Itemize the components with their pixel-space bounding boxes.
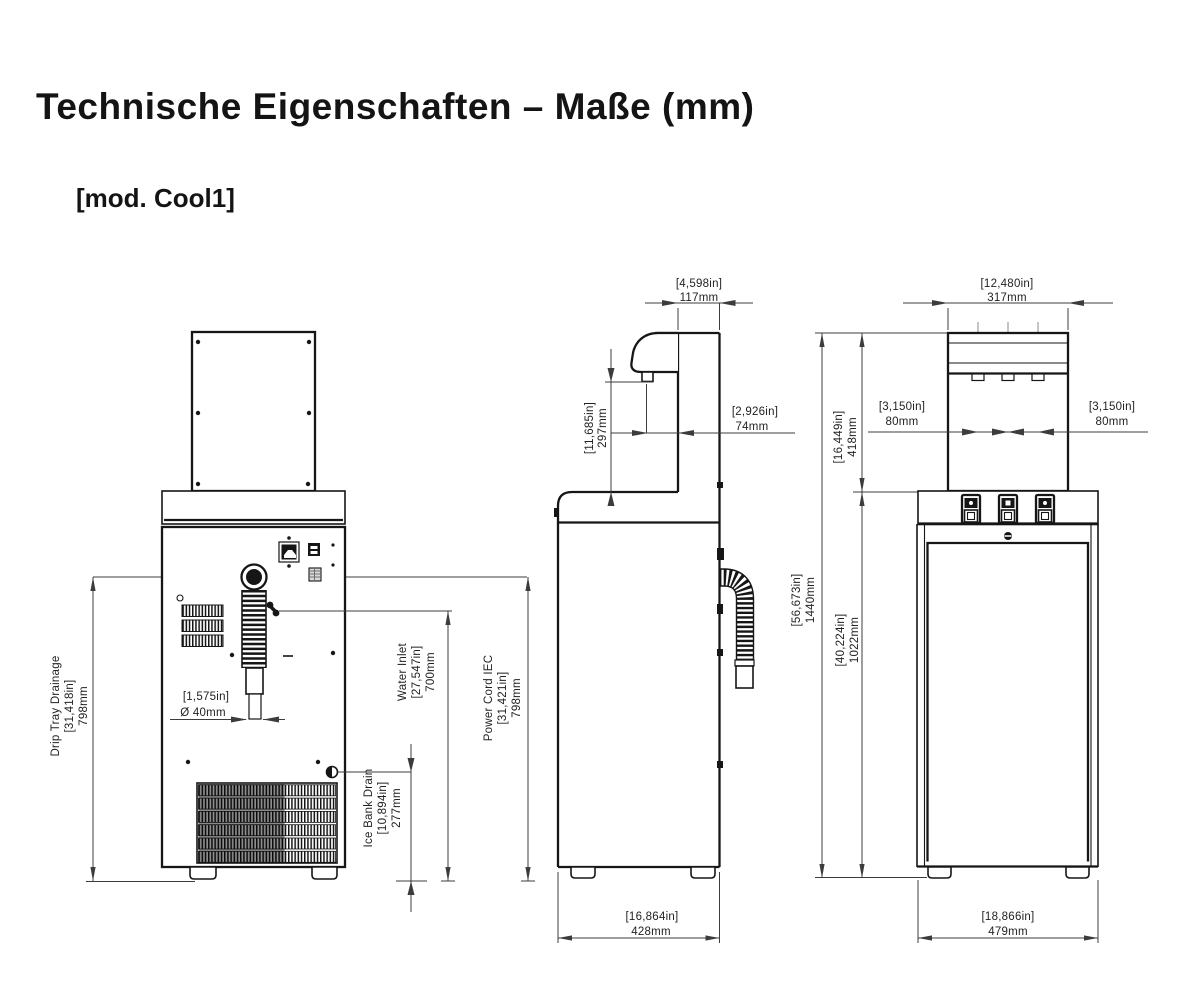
ice-drain-fitting xyxy=(325,765,339,779)
dim-body-width: [18,866in] 479mm xyxy=(917,880,1099,943)
power-inlet-icon xyxy=(278,536,300,568)
side-foot-front xyxy=(570,866,596,879)
dim-tower-height: [16,449in] 418mm xyxy=(833,333,920,493)
rear-tower-screws xyxy=(195,339,312,487)
dim-tower-height-mm: 418mm xyxy=(847,417,859,457)
front-tower xyxy=(946,331,1070,493)
dim-tap-pitch-right-inches: [3,150in] xyxy=(1089,401,1135,413)
rear-foot-left xyxy=(189,866,217,880)
dim-ice-label: Ice Bank Drain xyxy=(363,769,375,848)
dim-spout-height-inches: [11,685in] xyxy=(584,402,596,454)
dim-tower-height-inches: [16,449in] xyxy=(833,410,845,463)
dim-tap-pitch-left-inches: [3,150in] xyxy=(879,401,925,413)
dim-spout-offset: [2,926in] 74mm xyxy=(611,384,795,436)
dim-water-label: Water Inlet xyxy=(397,642,409,700)
front-foot-right xyxy=(1065,866,1090,879)
dim-tower-depth: [4,598in] 117mm xyxy=(645,278,753,330)
dim-body-height-inches: [40,224in] xyxy=(835,613,847,666)
model-subtitle: [mod. Cool1] xyxy=(76,183,235,213)
dim-total-height: [56,673in] 1440mm xyxy=(791,332,948,878)
rating-label-icon xyxy=(308,567,322,582)
dim-water-inlet: Water Inlet [27,547in] 700mm xyxy=(279,610,455,882)
side-dispense-head xyxy=(630,331,678,374)
dim-spout-offset-inches: [2,926in] xyxy=(732,406,778,418)
front-screw xyxy=(1004,532,1012,540)
dim-total-height-mm: 1440mm xyxy=(805,577,817,623)
rear-screw xyxy=(331,543,335,547)
rear-top-band xyxy=(161,490,346,525)
front-view xyxy=(916,322,1099,879)
dim-body-width-inches: [18,866in] xyxy=(981,911,1034,923)
dim-body-depth-mm: 428mm xyxy=(631,926,671,938)
dim-tower-depth-mm: 117mm xyxy=(680,292,719,304)
side-back-fittings xyxy=(717,482,724,768)
dim-power-cord: Power Cord IEC [31,421in] 798mm xyxy=(483,577,535,882)
rear-vent-grille xyxy=(176,594,224,647)
dim-water-mm: 700mm xyxy=(425,652,437,692)
dim-tower-depth-inches: [4,598in] xyxy=(676,278,722,290)
page-title: Technische Eigenschaften – Maße (mm) xyxy=(36,86,755,127)
dim-drip-tray-drainage: Drip Tray Drainage [31,418in] 798mm xyxy=(50,577,195,882)
rear-screw xyxy=(331,563,335,567)
front-door xyxy=(926,541,1090,862)
dim-total-height-inches: [56,673in] xyxy=(791,573,803,626)
front-push-buttons xyxy=(960,493,1056,525)
dim-spout-height: [11,685in] 297mm xyxy=(584,349,653,506)
rear-body-screws xyxy=(185,650,336,765)
rear-tower xyxy=(190,330,317,493)
rear-foot-right xyxy=(311,866,338,880)
dim-tap-pitch-right-mm: 80mm xyxy=(1096,416,1129,428)
dim-drip-inches: [31,418in] xyxy=(64,679,76,732)
dim-water-inches: [27,547in] xyxy=(411,645,423,698)
dim-spout-height-mm: 297mm xyxy=(597,408,609,448)
side-drain-hose xyxy=(719,568,755,689)
dim-tower-width-inches: [12,480in] xyxy=(980,278,1033,290)
dim-tap-pitch-left-mm: 80mm xyxy=(886,416,919,428)
dim-spout-offset-mm: 74mm xyxy=(736,421,769,433)
dim-power-label: Power Cord IEC xyxy=(483,655,495,742)
side-hinge-bump xyxy=(554,508,559,517)
dim-power-inches: [31,421in] xyxy=(497,671,509,724)
dim-body-width-mm: 479mm xyxy=(988,926,1028,938)
dim-tower-width: [12,480in] 317mm xyxy=(903,278,1113,330)
dim-hose-mm: Ø 40mm xyxy=(180,707,226,719)
side-foot-rear xyxy=(690,866,716,879)
dim-drip-mm: 798mm xyxy=(78,686,90,726)
push-button xyxy=(997,493,1019,525)
dim-hose-diameter: [1,575in] Ø 40mm xyxy=(170,691,285,723)
front-foot-left xyxy=(927,866,952,879)
side-spout-nozzle xyxy=(641,371,654,383)
push-button xyxy=(1034,493,1056,525)
dim-power-mm: 798mm xyxy=(511,678,523,718)
power-switch-icon xyxy=(308,543,320,556)
water-inlet-fitting xyxy=(266,601,280,617)
dim-body-height-mm: 1022mm xyxy=(849,617,861,663)
dim-tap-pitch: [3,150in] 80mm [3,150in] 80mm xyxy=(868,401,1148,436)
front-taps xyxy=(971,373,1045,382)
rear-drain-hose xyxy=(240,563,268,720)
dim-body-depth-inches: [16,864in] xyxy=(625,911,678,923)
side-view xyxy=(554,331,755,879)
hose-connector xyxy=(245,667,264,695)
hose-tube xyxy=(248,693,262,720)
dim-ice-inches: [10,894in] xyxy=(377,781,389,834)
dim-ice-bank-drain: Ice Bank Drain [10,894in] 277mm xyxy=(338,744,427,912)
rear-condenser-grille xyxy=(196,782,338,864)
dim-body-height: [40,224in] 1022mm xyxy=(835,492,865,878)
dim-ice-mm: 277mm xyxy=(391,788,403,828)
side-body-outline xyxy=(556,490,678,867)
rear-view xyxy=(93,330,527,880)
vent-hole xyxy=(176,594,184,602)
dim-hose-inches: [1,575in] xyxy=(183,691,229,703)
dim-drip-label: Drip Tray Drainage xyxy=(50,655,62,756)
dim-tower-width-mm: 317mm xyxy=(987,292,1027,304)
dim-body-depth: [16,864in] 428mm xyxy=(557,872,720,943)
push-button xyxy=(960,493,982,525)
